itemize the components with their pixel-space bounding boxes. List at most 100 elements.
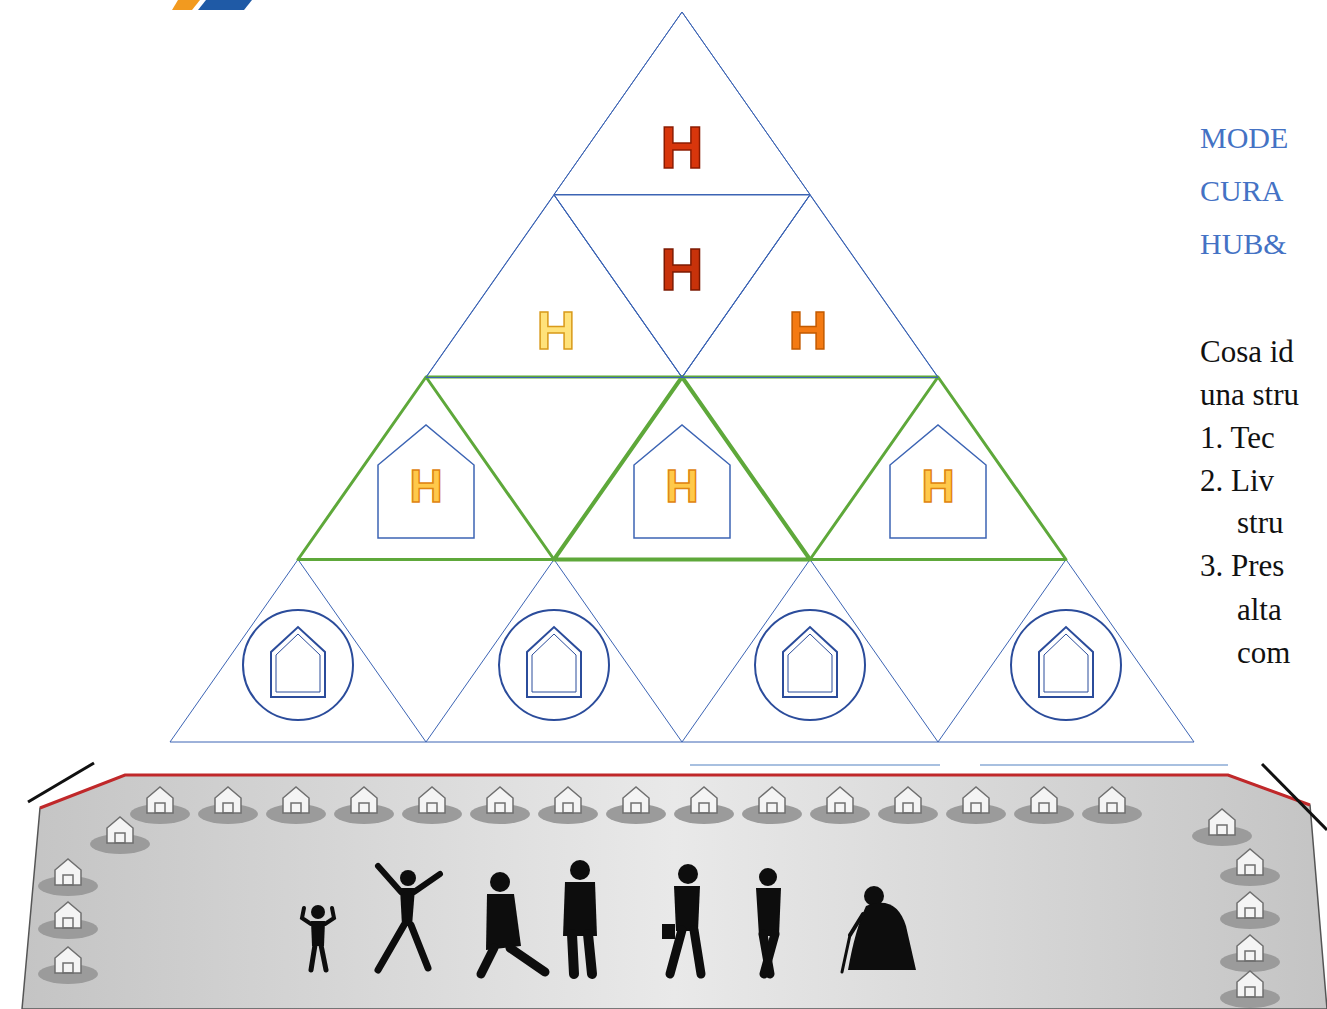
small-house	[402, 787, 462, 824]
divider-line	[690, 764, 940, 766]
green-triangle	[298, 377, 554, 560]
elderly-figure	[842, 886, 916, 972]
grid-triangle	[810, 377, 1066, 560]
grid-triangle	[554, 12, 810, 195]
body-text: 1. Tec	[1200, 421, 1275, 455]
hospital-letter: H	[921, 463, 954, 509]
heading-text: HUB&	[1200, 227, 1287, 260]
hospital-house: H	[378, 425, 474, 538]
house-shape	[634, 425, 730, 538]
small-house	[1220, 892, 1280, 929]
small-house	[1220, 935, 1280, 972]
heading-line: CURA	[1200, 174, 1283, 207]
logo-fragment	[172, 0, 200, 10]
small-house	[1220, 971, 1280, 1008]
grid-triangle	[298, 377, 554, 560]
text-line: 2. Liv	[1200, 464, 1274, 498]
house-shape	[890, 425, 986, 538]
small-house	[1082, 787, 1142, 824]
house-outline	[271, 627, 325, 697]
hospital-letter: H	[409, 463, 442, 509]
small-house	[38, 902, 98, 939]
pyramid-triangle: H	[682, 195, 938, 378]
small-house	[538, 787, 598, 824]
hospital-house: H	[634, 425, 730, 538]
grid-triangle	[682, 560, 938, 743]
heading-line: HUB&	[1200, 227, 1287, 260]
house-circle	[1011, 610, 1121, 720]
house-circle	[755, 610, 865, 720]
heading-text: CURA	[1200, 174, 1283, 207]
text-line: 3. Pres	[1200, 549, 1284, 583]
hospital-letter: H	[660, 118, 703, 178]
adult-figure	[481, 872, 545, 974]
body-text: Cosa id	[1200, 335, 1294, 369]
small-house	[674, 787, 734, 824]
triangle-shape	[554, 195, 810, 378]
text-line: 1. Tec	[1200, 421, 1275, 455]
hospital-house: H	[890, 425, 986, 538]
green-band	[298, 377, 1066, 560]
frame-line	[28, 763, 94, 802]
house-circle	[243, 610, 353, 720]
small-house	[470, 787, 530, 824]
house-outline	[1044, 634, 1088, 692]
grid-triangle	[426, 560, 682, 743]
community-house-icons	[243, 610, 1121, 720]
text-line: una stru	[1200, 378, 1299, 412]
hospital-letter: H	[665, 463, 698, 509]
small-house	[810, 787, 870, 824]
small-house	[90, 817, 150, 854]
green-triangle	[554, 377, 810, 560]
text-line: alta	[1237, 593, 1282, 627]
house-outline	[783, 627, 837, 697]
text-line: Cosa id	[1200, 335, 1294, 369]
grid-triangle	[554, 377, 810, 560]
small-house	[1014, 787, 1074, 824]
small-house	[878, 787, 938, 824]
business-figure	[662, 864, 701, 974]
adult-figure	[756, 868, 781, 974]
territory-platform	[22, 775, 1327, 1009]
house-outline	[276, 634, 320, 692]
body-text: com	[1237, 636, 1290, 670]
house-shape	[378, 425, 474, 538]
jumping-figure	[378, 866, 440, 970]
triangle-shape	[682, 195, 938, 378]
small-house	[946, 787, 1006, 824]
pyramid-grid	[170, 12, 1194, 742]
grid-triangle	[426, 195, 682, 378]
hospital-letter: H	[660, 240, 703, 300]
grid-triangle	[682, 195, 938, 378]
small-house	[38, 859, 98, 896]
small-house	[606, 787, 666, 824]
grid-triangle	[170, 560, 426, 743]
text-line: com	[1237, 636, 1290, 670]
green-line	[298, 558, 1066, 561]
body-text: 2. Liv	[1200, 464, 1274, 498]
green-triangle	[810, 377, 1066, 560]
heading-line: MODE	[1200, 121, 1288, 154]
grid-triangle	[938, 560, 1194, 743]
small-house	[742, 787, 802, 824]
triangle-shape	[426, 195, 682, 378]
house-outline	[527, 627, 581, 697]
hospital-letter: H	[789, 303, 828, 357]
frame-line	[1262, 764, 1327, 830]
text-line: stru	[1237, 506, 1284, 540]
small-house	[334, 787, 394, 824]
pyramid-triangle: H	[554, 12, 810, 195]
small-house	[1220, 849, 1280, 886]
pyramid-triangle: H	[554, 195, 810, 378]
body-text: una stru	[1200, 378, 1299, 412]
pyramid-triangle: H	[426, 195, 682, 378]
body-text: stru	[1237, 506, 1284, 540]
small-house	[198, 787, 258, 824]
logo-fragment	[198, 0, 252, 10]
adult-figure	[563, 860, 597, 974]
house-outline	[788, 634, 832, 692]
body-text: 3. Pres	[1200, 549, 1284, 583]
child-figure	[302, 905, 334, 970]
small-house	[38, 947, 98, 984]
